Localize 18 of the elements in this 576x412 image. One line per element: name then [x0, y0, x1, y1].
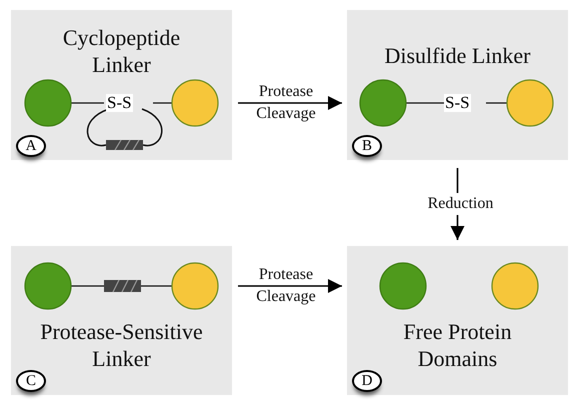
panel-background	[347, 10, 568, 160]
panel-background	[347, 246, 568, 395]
panel-title: Protease-Sensitive Linker	[39, 318, 204, 372]
panel-letter: B	[352, 135, 382, 157]
panel-letter: A	[16, 135, 46, 157]
panel-letter: D	[352, 370, 382, 392]
panel-background	[11, 10, 232, 160]
bond-label: S-S	[444, 94, 471, 112]
edge-label: Protease Cleavage	[255, 82, 317, 124]
bond-label: S-S	[106, 94, 133, 112]
panel-letter: C	[16, 370, 46, 392]
edge-label: Protease Cleavage	[255, 265, 317, 307]
panel-background	[11, 246, 232, 395]
panel-title: Cyclopeptide Linker	[62, 24, 182, 78]
panel-title: Disulfide Linker	[383, 42, 532, 69]
panel-title: Free Protein Domains	[402, 318, 513, 372]
arrow	[238, 279, 342, 293]
arrow	[238, 96, 342, 110]
